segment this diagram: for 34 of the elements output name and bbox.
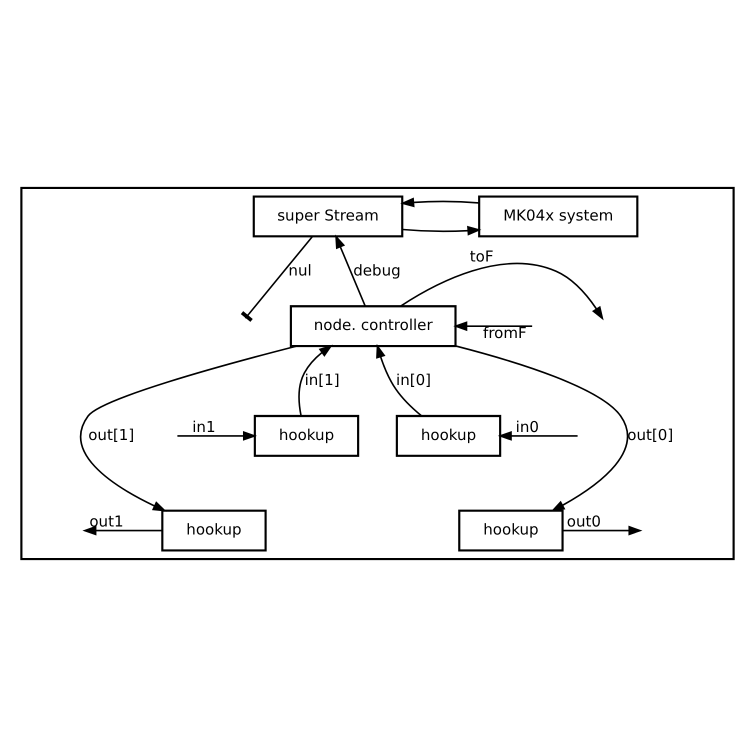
edge-label: fromF [483,324,527,342]
edge-label: debug [353,261,401,280]
arrow [562,526,642,536]
edge-label: in1 [192,418,216,436]
node-box: hookup [254,414,360,457]
edge-label: out0 [566,512,601,530]
arrow [453,321,532,332]
node-box: MK04x system [478,195,638,238]
edge-label: out[0] [627,426,674,444]
arrow [376,344,422,417]
edge-label: toF [470,248,494,266]
edge-label: out[1] [88,426,134,444]
edge-label: out1 [89,512,124,530]
connector [240,236,313,322]
node-box: hookup [396,414,502,457]
arrow [498,431,578,441]
node-box: super Stream [252,195,404,238]
cluster [20,186,735,560]
edge-label: in[1] [304,371,340,390]
arrow [400,198,479,208]
node-box: hookup [161,510,267,552]
arrow [335,234,366,306]
arrow [402,226,482,236]
node-box: hookup [458,510,564,552]
arrow [400,262,604,320]
node-box: node. controller [290,305,457,348]
arrow [80,345,297,512]
arrow [455,345,628,512]
arrow [298,344,333,416]
edge-label: nul [288,261,312,280]
arrow [177,431,257,441]
edge-label: in0 [516,418,539,436]
edge-label: in[0] [396,371,432,390]
arrow [82,526,162,536]
